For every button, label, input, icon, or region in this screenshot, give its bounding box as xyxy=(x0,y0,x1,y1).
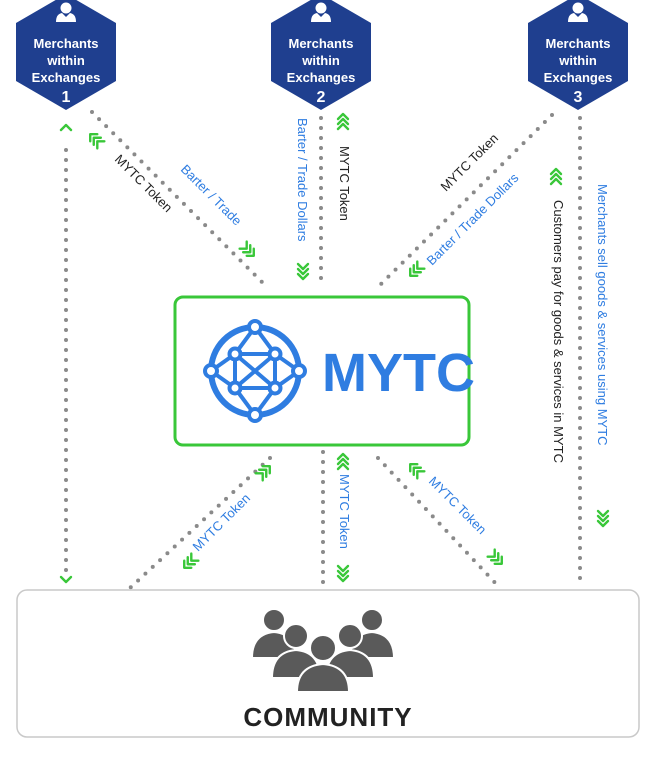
hexagon-shape xyxy=(528,0,628,110)
chevron-down-left-icon xyxy=(183,552,200,569)
m3-to-center-line xyxy=(378,113,554,287)
chevron-down-icon xyxy=(59,575,73,584)
m3-token-label: MYTC Token xyxy=(438,131,502,195)
merchant-line2: within xyxy=(301,53,340,68)
chevron-up-icon xyxy=(549,167,563,186)
merchant-person-icon xyxy=(568,2,588,22)
chevron-up-icon xyxy=(336,112,350,131)
bottom-right-token-label: MYTC Token xyxy=(426,474,490,538)
merchant-number: 1 xyxy=(62,89,71,106)
m1-token-label: MYTC Token xyxy=(112,152,176,216)
chevron-down-right-icon xyxy=(238,240,255,257)
merchant-line1: Merchants xyxy=(545,36,610,51)
center-to-community-right-line xyxy=(376,456,502,590)
community-people-icon xyxy=(250,608,396,693)
chevron-up-right-icon xyxy=(254,465,271,482)
m2-token-label: MYTC Token xyxy=(337,146,352,221)
merchant-line1: Merchants xyxy=(288,36,353,51)
chevron-down-right-icon xyxy=(486,548,503,565)
m1-to-center-line xyxy=(90,110,264,284)
m2-barter-label: Barter / Trade Dollars xyxy=(295,118,310,242)
merchant-line3: Exchanges xyxy=(287,70,356,85)
merchant-line2: within xyxy=(46,53,85,68)
chevron-down-icon xyxy=(596,509,610,528)
mytc-brand-text: MYTC xyxy=(322,343,475,403)
merchant-number: 3 xyxy=(574,89,583,106)
mytc-center-box: MYTC xyxy=(173,295,475,447)
center-to-community-left-line xyxy=(128,456,272,590)
chevron-up-icon xyxy=(59,123,73,132)
flow-arrows xyxy=(59,112,610,584)
merchant-number: 2 xyxy=(317,89,326,106)
m1-barter-label: Barter / Trade xyxy=(178,162,245,229)
chevron-down-icon xyxy=(336,564,350,583)
merchant-line3: Exchanges xyxy=(544,70,613,85)
merchant-line2: within xyxy=(558,53,597,68)
chevron-down-icon xyxy=(296,262,310,281)
merchant-node-2: Merchants within Exchanges 2 xyxy=(271,0,371,110)
connector-lines xyxy=(64,110,582,590)
merchant-node-3: Merchants within Exchanges 3 xyxy=(528,0,628,110)
hexagon-shape xyxy=(271,0,371,110)
merchant-line3: Exchanges xyxy=(32,70,101,85)
bottom-mid-token-label: MYTC Token xyxy=(337,474,352,549)
merchant-person-icon xyxy=(311,2,331,22)
merchants-sell-label: Merchants sell goods & services using MY… xyxy=(595,184,610,446)
community-label: COMMUNITY xyxy=(243,702,412,732)
hexagon-shape xyxy=(16,0,116,110)
bottom-left-token-label: MYTC Token xyxy=(190,491,254,555)
chevron-up-icon xyxy=(336,452,350,471)
merchant-line1: Merchants xyxy=(33,36,98,51)
customers-pay-label: Customers pay for goods & services in MY… xyxy=(551,200,566,463)
network-logo-icon xyxy=(203,319,307,423)
merchant-person-icon xyxy=(56,2,76,22)
community-box: COMMUNITY xyxy=(16,589,640,738)
merchant-node-1: Merchants within Exchanges 1 xyxy=(16,0,116,110)
chevron-up-left-icon xyxy=(409,463,426,480)
chevron-down-left-icon xyxy=(409,260,426,277)
chevron-up-left-icon xyxy=(89,133,106,150)
